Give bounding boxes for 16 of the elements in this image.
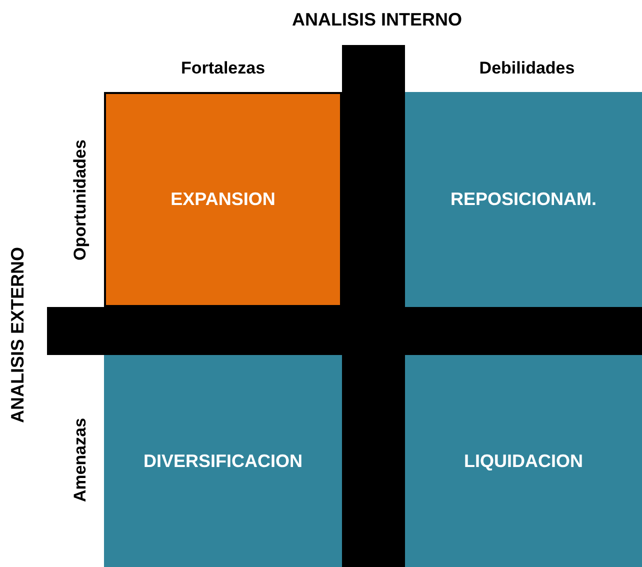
vertical-bar: [342, 45, 405, 567]
quadrant-box: [104, 355, 342, 567]
quadrant-label: REPOSICIONAM.: [450, 188, 596, 211]
quadrant-label: DIVERSIFICACION: [143, 450, 302, 472]
axis-label: ANALISIS EXTERNO: [6, 246, 28, 424]
quadrant-label: EXPANSION: [170, 188, 276, 211]
horizontal-bar: [47, 307, 642, 355]
category-label: Amenazas: [69, 418, 90, 502]
quadrant-label: LIQUIDACION: [464, 450, 583, 472]
quadrant-box: [405, 355, 642, 567]
title: ANALISIS INTERNO: [292, 8, 462, 32]
category-label: Debilidades: [479, 57, 575, 80]
quadrant-box: [104, 92, 342, 307]
quadrant-box: [405, 92, 642, 307]
category-label: Fortalezas: [180, 57, 266, 80]
category-label: Oportunidades: [69, 140, 90, 260]
